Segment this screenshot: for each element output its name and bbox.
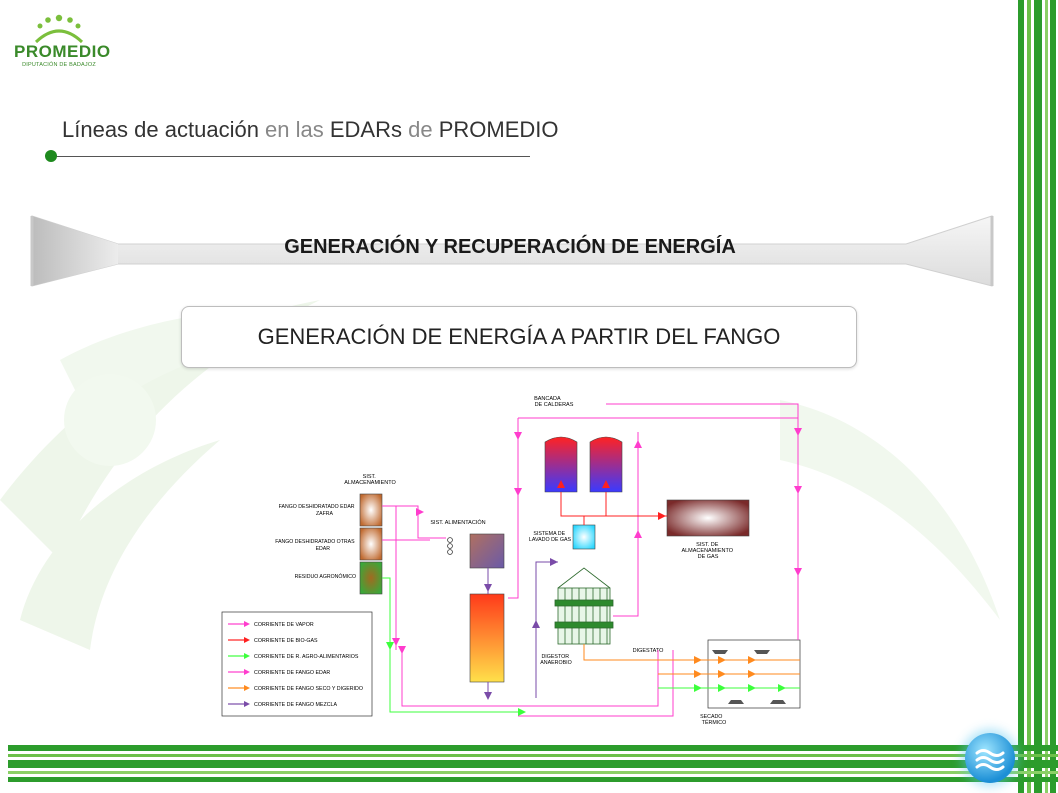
banner-shape xyxy=(30,215,994,287)
feed-valves xyxy=(447,537,453,555)
boiler-1 xyxy=(544,436,578,493)
label-gas-store: SIST. DE ALMACENAMIENTO DE GAS xyxy=(681,542,734,560)
legend-arrow xyxy=(244,653,250,659)
logo-subtitle: DIPUTACIÓN DE BADAJOZ xyxy=(22,62,96,68)
label-secado: SECADO TÉRMICO xyxy=(700,714,726,726)
dryer-burner-icons xyxy=(712,650,786,704)
legend-label: CORRIENTE DE R. AGRO-ALIMENTARIOS xyxy=(254,654,359,660)
banner-title: GENERACIÓN Y RECUPERACIÓN DE ENERGÍA xyxy=(284,236,736,258)
section-title: GENERACIÓN DE ENERGÍA A PARTIR DEL FANGO xyxy=(257,324,781,349)
legend-box xyxy=(221,611,373,717)
legend-label: CORRIENTE DE VAPOR xyxy=(254,622,314,628)
sludge-energy-process-diagram: SIST. ALMACENAMIENTO FANGO DESHIDRATADO … xyxy=(221,396,802,726)
legend-arrow xyxy=(244,701,250,707)
wave-icon xyxy=(975,749,1005,771)
legend-label: CORRIENTE DE FANGO MEZCLA xyxy=(254,702,337,708)
legend-arrow xyxy=(244,669,250,675)
label-digestato: DIGESTATO xyxy=(633,648,665,654)
storage-residuo xyxy=(359,561,383,595)
anaerobic-digester xyxy=(554,567,614,645)
title-part-2: en las xyxy=(258,117,330,142)
storage-fango-zafra xyxy=(359,493,383,527)
label-digestor: DIGESTOR ANAEROBIO xyxy=(540,654,572,666)
title-underline xyxy=(50,156,530,157)
gas-scrubber xyxy=(572,524,596,550)
page-title: Líneas de actuación en las EDARs de PROM… xyxy=(62,117,559,143)
legend-label: CORRIENTE DE FANGO EDAR xyxy=(254,670,330,676)
promedio-logo: PROMEDIO DIPUTACIÓN DE BADAJOZ xyxy=(14,12,111,74)
legend-label: CORRIENTE DE FANGO SECO Y DIGERIDO xyxy=(254,686,363,692)
legend-label: CORRIENTE DE BIO-GAS xyxy=(254,638,318,644)
section-title-box: GENERACIÓN DE ENERGÍA A PARTIR DEL FANGO xyxy=(181,306,857,368)
logo-sun-icon xyxy=(34,14,84,44)
gas-storage-tank xyxy=(666,499,750,537)
title-part-5: PROMEDIO xyxy=(438,117,559,142)
mixing-tank xyxy=(469,593,505,683)
label-almacenamiento: SIST. ALMACENAMIENTO xyxy=(344,474,396,486)
flow-lines xyxy=(382,403,800,717)
flow-arrows xyxy=(386,428,802,716)
title-part-4: de xyxy=(402,117,439,142)
label-residuo: RESIDUO AGRONÓMICO xyxy=(295,573,356,580)
feeding-system-box xyxy=(469,533,505,569)
title-part-3: EDARs xyxy=(329,117,402,142)
label-alimentacion: SIST. ALIMENTACIÓN xyxy=(430,519,485,526)
title-part-1: Líneas de actuación xyxy=(62,117,259,142)
label-calderas: BANCADA DE CALDERAS xyxy=(534,396,574,408)
legend-arrow xyxy=(244,637,250,643)
storage-fango-otras xyxy=(359,527,383,561)
title-bullet-dot xyxy=(45,150,57,162)
boiler-2 xyxy=(589,436,623,493)
diagram-legend: CORRIENTE DE VAPOR CORRIENTE DE BIO-GAS CO… xyxy=(221,611,373,717)
water-wave-badge xyxy=(965,733,1015,783)
legend-arrow xyxy=(244,621,250,627)
legend-arrow xyxy=(244,685,250,691)
label-fango-zafra: FANGO DESHIDRATADO EDAR ZAFRA xyxy=(279,504,356,517)
label-fango-otras: FANGO DESHIDRATADO OTRAS EDAR xyxy=(275,539,356,552)
label-lavado: SISTEMA DE LAVADO DE GAS xyxy=(529,531,572,543)
logo-wordmark: PROMEDIO xyxy=(14,42,111,61)
